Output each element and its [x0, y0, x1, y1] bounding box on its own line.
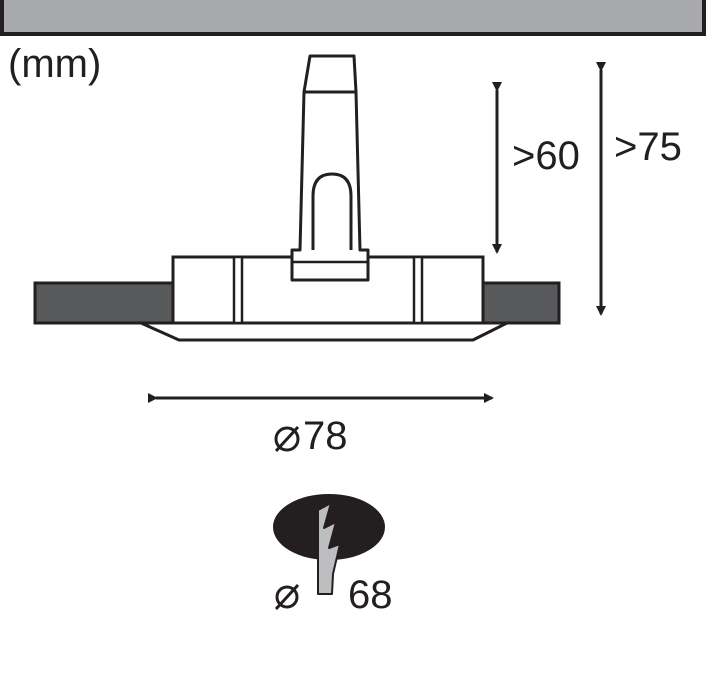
depth-min-label: >60 — [512, 134, 580, 178]
outer-diameter-label: 78 — [303, 414, 348, 458]
cutout-diameter-label: 68 — [348, 573, 393, 617]
ceiling-bar — [0, 0, 706, 36]
trim-ring — [139, 321, 509, 342]
spring-clip-loop — [311, 172, 353, 250]
spring-clip — [290, 54, 370, 282]
ceiling-panel-left — [33, 281, 175, 325]
saw-icon — [317, 502, 341, 595]
diameter-icon — [274, 425, 300, 453]
unit-label: (mm) — [8, 42, 102, 86]
ceiling-panel-right — [481, 281, 561, 325]
housing-band-right — [412, 255, 424, 325]
diameter-icon — [274, 583, 300, 611]
depth-total-label: >75 — [614, 125, 682, 169]
housing-band-left — [232, 255, 244, 325]
